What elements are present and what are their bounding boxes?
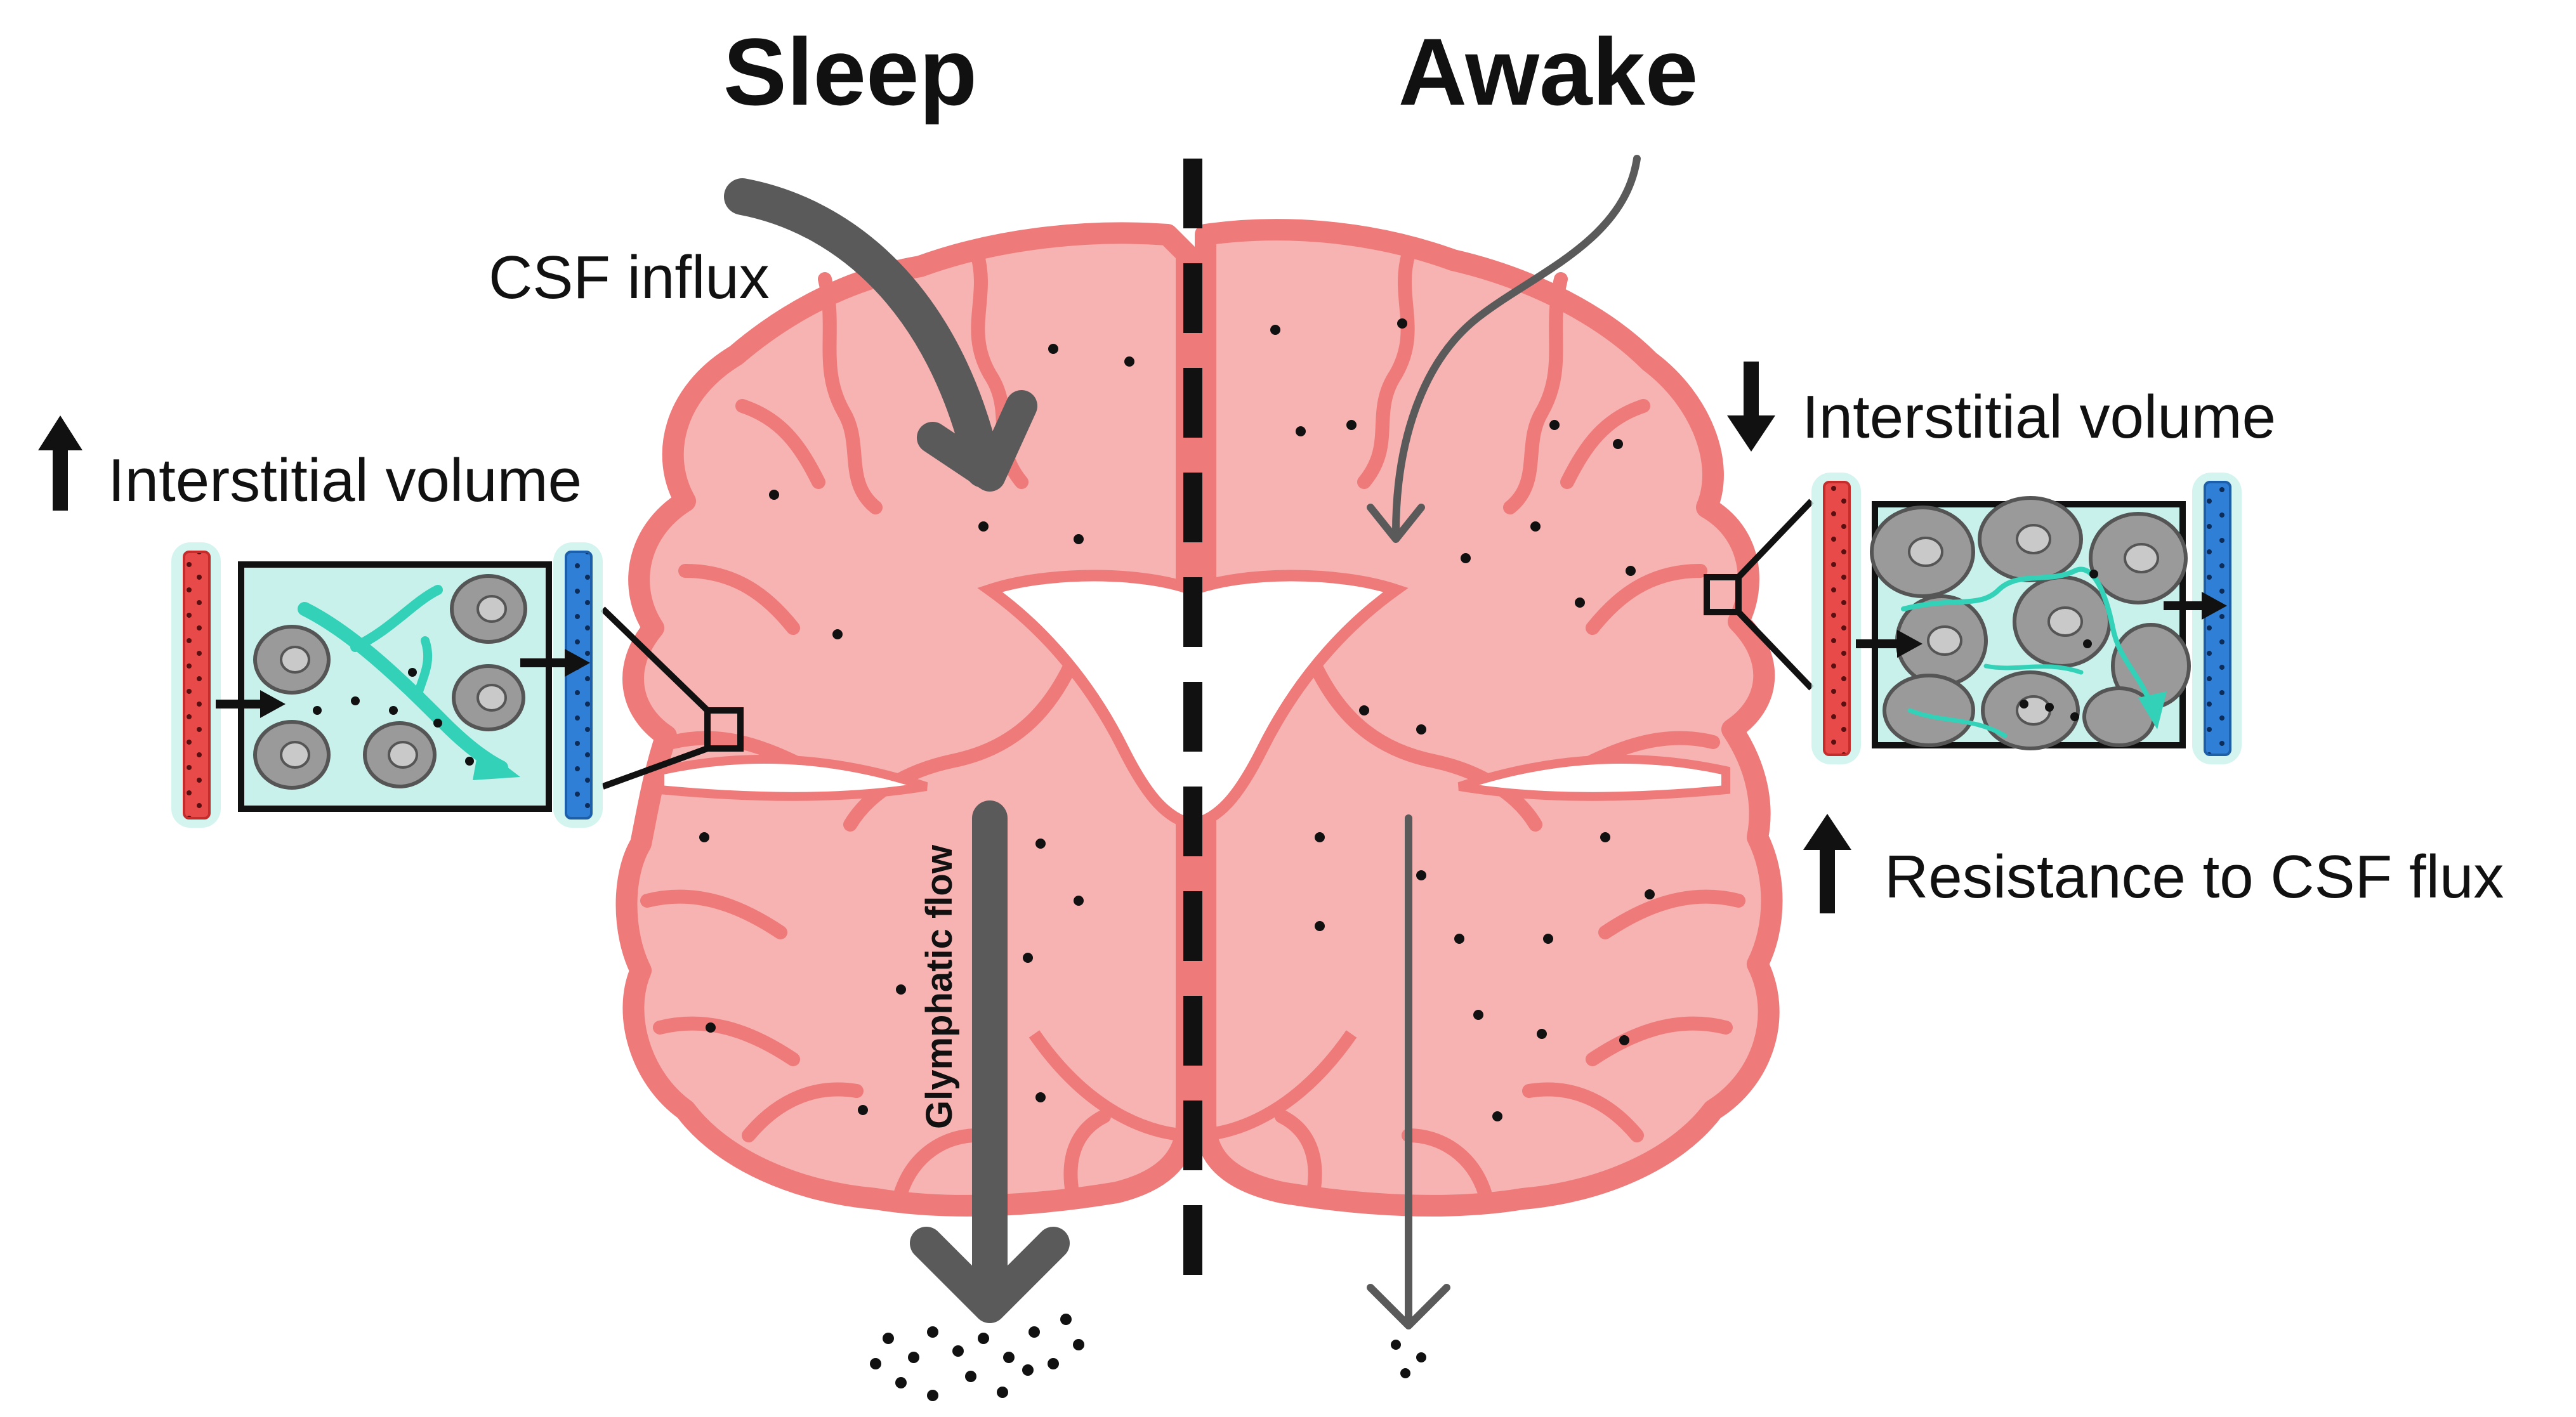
sleep-vein (565, 551, 593, 820)
awake-csf-stream-arrowhead-icon (2138, 691, 2167, 729)
sleep-interstitial-volume-label: Interstitial volume (108, 447, 582, 514)
sleep-title: Sleep (723, 18, 977, 125)
awake-outflow-arrowhead-icon (2202, 592, 2227, 620)
sleep-csf-stream-arrowhead-icon (473, 745, 520, 780)
awake-zoom-marker (1704, 574, 1742, 615)
csf-influx-label: CSF influx (489, 244, 770, 311)
brain-coronal-section (615, 219, 1783, 1217)
right-lateral-fissure (1457, 755, 1730, 801)
awake-csf-influx-arrow (1392, 155, 1641, 537)
awake-interstitial-inset (1704, 473, 2242, 764)
csf-influx-arrowhead-icon (917, 390, 1037, 492)
cleared-solutes-dots-sleep (870, 1314, 1084, 1401)
increase-arrow-icon (38, 415, 82, 511)
resistance-to-csf-flux-label: Resistance to CSF flux (1884, 843, 2504, 911)
sleep-outflow-arrowhead-icon (565, 649, 590, 677)
cleared-solutes-dots-awake (1391, 1340, 1426, 1378)
awake-title: Awake (1398, 18, 1699, 125)
left-lateral-fissure (655, 755, 928, 801)
glymphatic-flow-arrowhead-icon (910, 1227, 1070, 1323)
sleep-artery (183, 551, 211, 820)
awake-interstitial-volume-label: Interstitial volume (1802, 383, 2276, 451)
sleep-interstitial-inset (171, 542, 744, 828)
brain-solute-dots (699, 318, 1655, 1121)
csf-influx-arrow (724, 178, 1002, 488)
left-hemisphere (615, 222, 1197, 1217)
awake-csf-influx-arrowhead-icon (1367, 504, 1425, 543)
awake-inflow-arrowhead-icon (1897, 630, 1922, 658)
awake-artery (1823, 481, 1851, 756)
awake-flow-arrowhead-icon (1367, 1284, 1450, 1329)
sleep-brain-cells (253, 574, 527, 790)
glymphatic-flow-label: Glymphatic flow (919, 844, 960, 1129)
sleep-inflow-arrowhead-icon (260, 690, 286, 718)
right-hemisphere (1195, 219, 1783, 1217)
awake-vein (2204, 481, 2231, 756)
sleep-zoom-marker (704, 707, 744, 752)
awake-csf-stream (1901, 566, 2153, 707)
resistance-increase-arrow-icon (1803, 814, 1851, 913)
decrease-arrow-icon (1727, 362, 1775, 452)
